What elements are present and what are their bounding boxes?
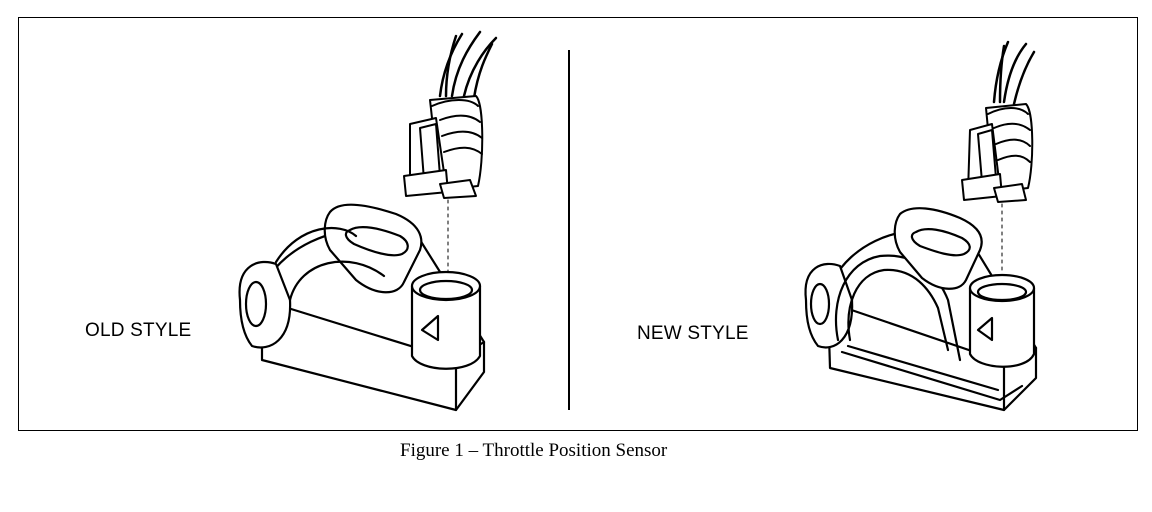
old-sensor-body [238,203,486,412]
old-connector [403,95,484,199]
new-connector [961,103,1034,203]
new-sensor-body [804,207,1038,412]
figure-caption: Figure 1 – Throttle Position Sensor [400,440,668,461]
new-style-label: NEW STYLE [637,323,749,344]
panel-divider [568,50,570,410]
figure-frame [18,17,1138,431]
new-wire-harness [992,40,1036,106]
old-wire-harness [438,30,498,100]
old-style-label: OLD STYLE [85,320,192,341]
